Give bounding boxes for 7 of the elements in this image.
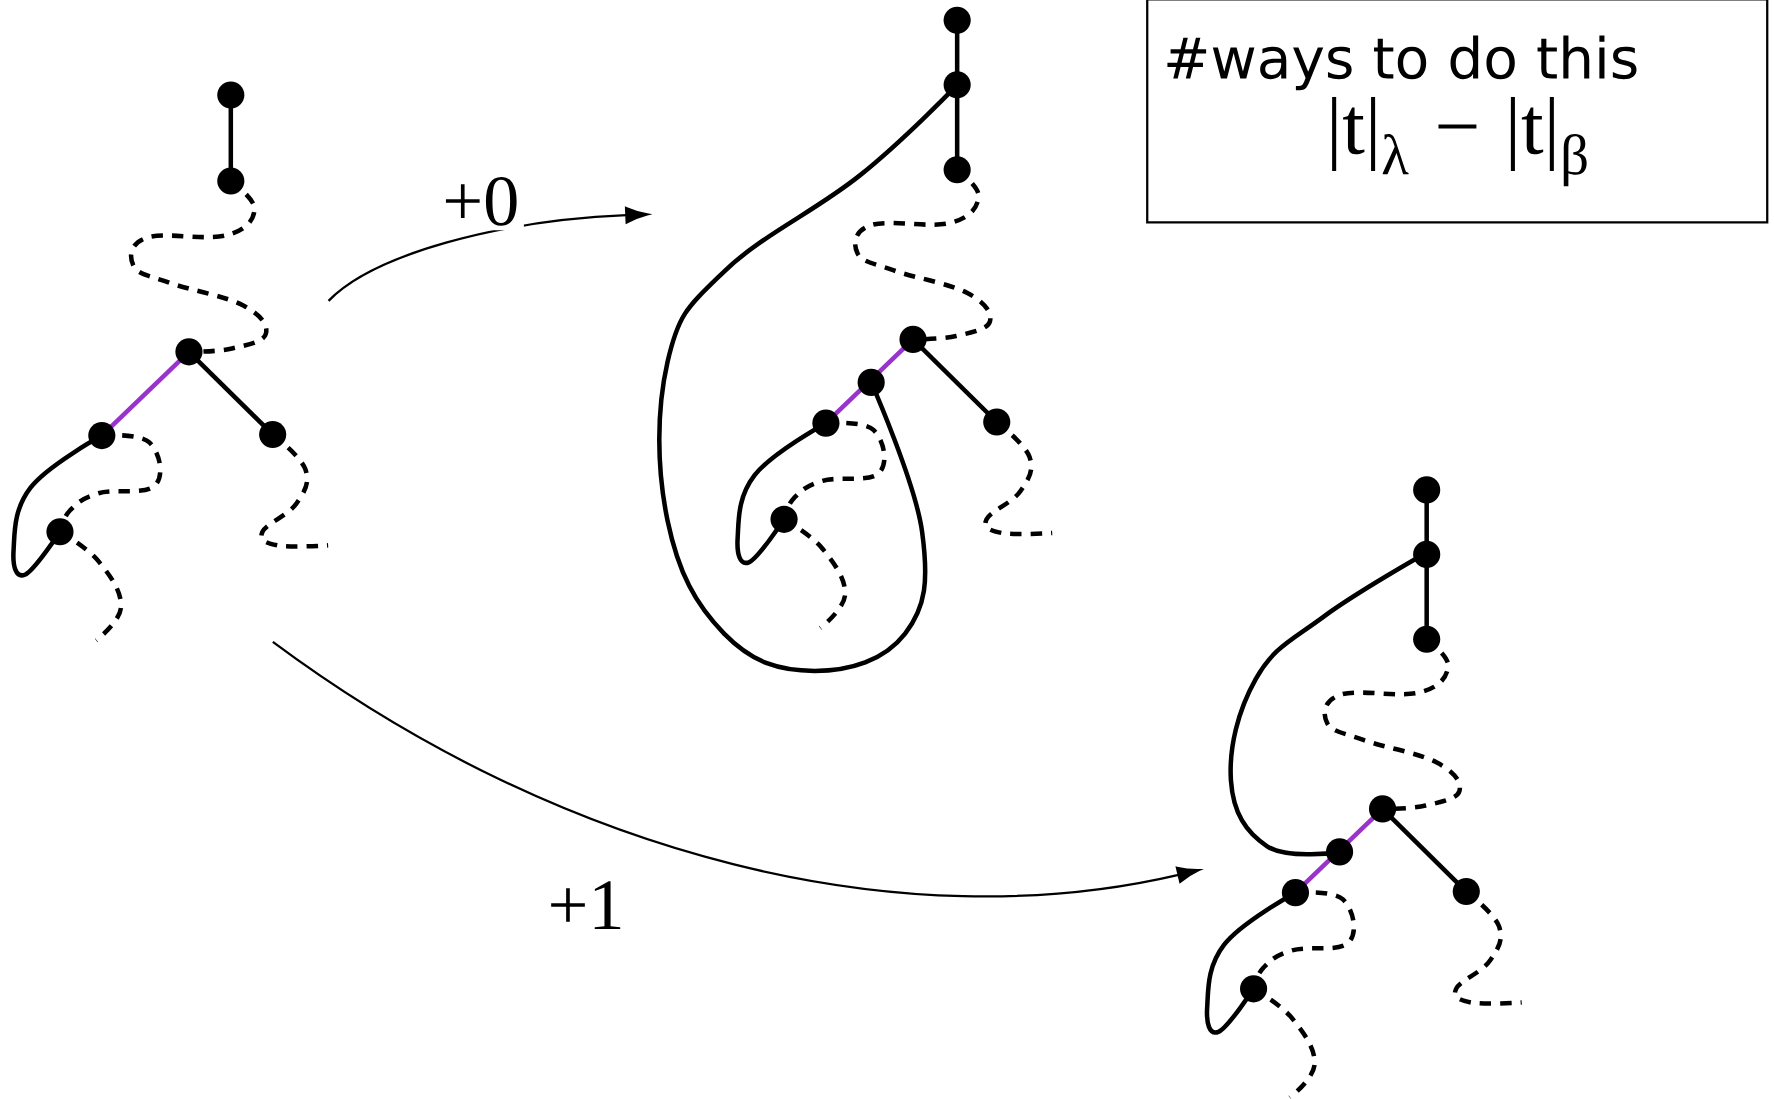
formula-text: |t|$_{λ}$ − |t|$_{β}$ xyxy=(1332,97,1587,187)
tree-drawing xyxy=(1204,476,1522,1099)
box-heading: #ways to do this xyxy=(1167,35,1637,91)
tree-drawing xyxy=(657,7,1053,674)
text-box xyxy=(1146,0,1769,224)
tree-drawing xyxy=(11,81,329,643)
edge-label: +0 xyxy=(437,172,524,231)
